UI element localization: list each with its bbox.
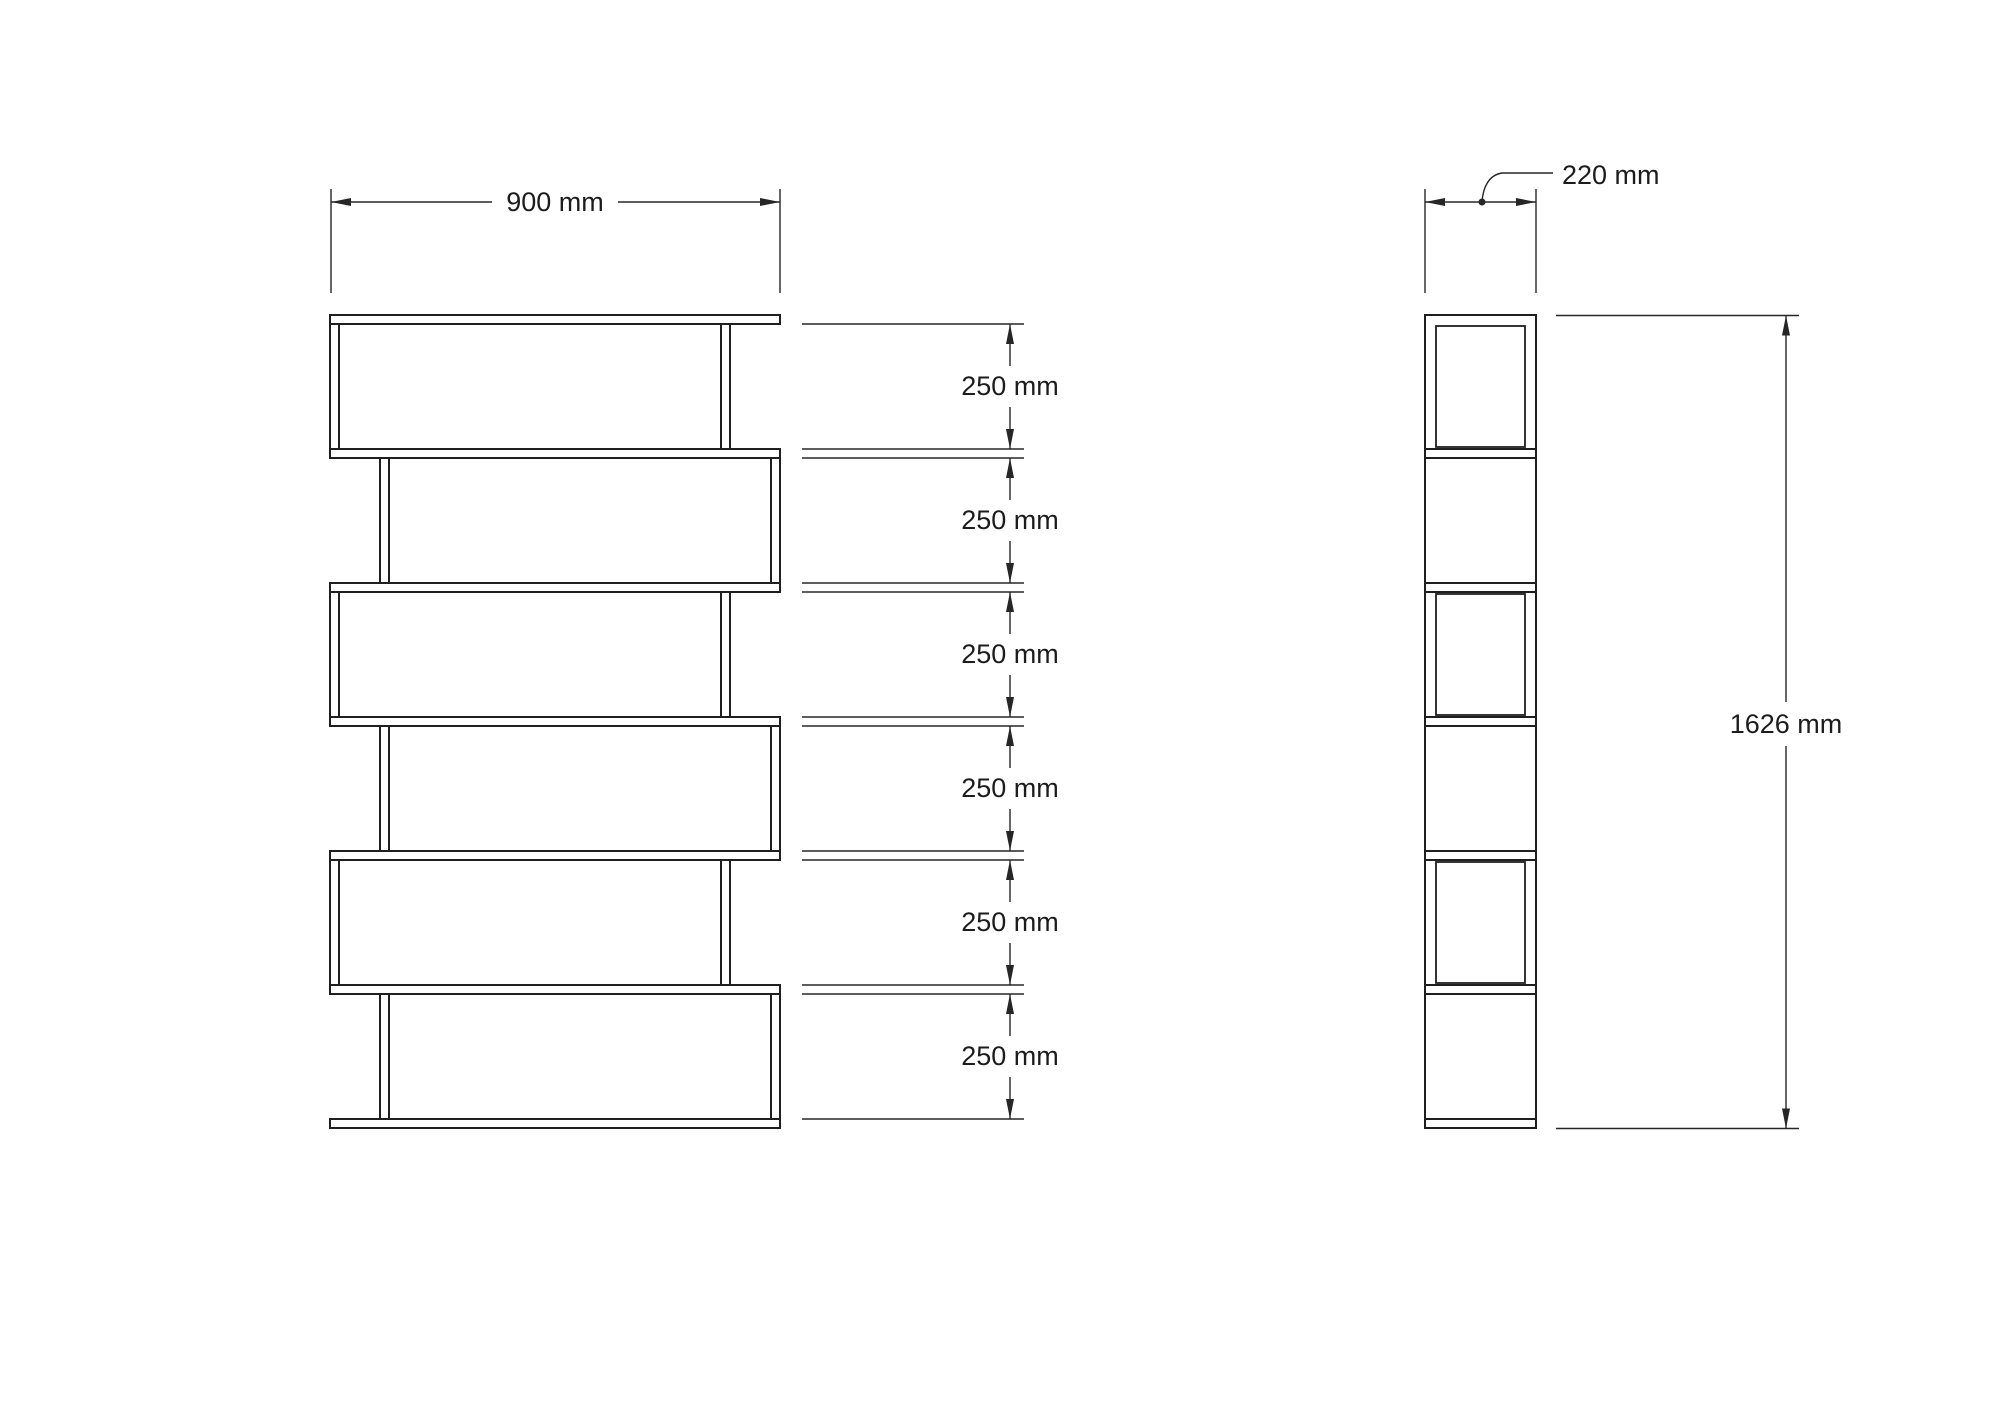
front-panel-right-c3 [720,591,731,718]
spacing-4-arrow-down-icon [1006,831,1014,851]
front-panel-left-c2 [379,457,390,584]
side-panel-face-c5 [1435,861,1526,984]
spacing-1-arrow-down-icon [1006,429,1014,449]
side-panel-face-c3 [1435,593,1526,716]
spacing-5-label: 250 mm [961,907,1059,937]
dimension-height: 1626 mm [1556,314,1843,1130]
front-panel-left-c6 [379,993,390,1120]
front-panel-left-c4 [379,725,390,852]
front-view [329,314,781,1129]
side-shelf-board-2 [1424,448,1537,459]
spacing-3-arrow-up-icon [1006,592,1014,612]
front-shelf-board-2 [329,448,781,459]
width-dimension-label: 900 mm [506,187,604,217]
spacing-6-arrow-down-icon [1006,1099,1014,1119]
front-shelf-board-3 [329,582,781,593]
side-view [1424,314,1537,1129]
depth-arrow-left-icon [1425,198,1445,206]
spacing-6-arrow-up-icon [1006,994,1014,1014]
spacing-2-arrow-down-icon [1006,563,1014,583]
depth-leader-line [1481,172,1553,203]
front-shelf-board-4 [329,716,781,727]
front-panel-right-c5 [720,859,731,986]
side-panel-face-c1 [1435,325,1526,448]
dimension-depth: 220 mm [1424,160,1660,293]
spacing-3-label: 250 mm [961,639,1059,669]
dimension-shelf-spacings: 250 mm 250 mm 250 mm 250 mm 250 mm 250 m… [802,323,1059,1120]
width-arrow-left-icon [331,198,351,206]
spacing-2-arrow-up-icon [1006,458,1014,478]
spacing-3-arrow-down-icon [1006,697,1014,717]
spacing-6-label: 250 mm [961,1041,1059,1071]
height-dimension-label: 1626 mm [1730,709,1843,739]
width-arrow-right-icon [760,198,780,206]
side-shelf-board-7 [1424,1118,1537,1129]
spacing-2-label: 250 mm [961,505,1059,535]
side-shelf-board-3 [1424,582,1537,593]
front-panel-left-c1 [329,323,340,450]
depth-arrow-right-icon [1516,198,1536,206]
spacing-1-label: 250 mm [961,371,1059,401]
height-arrow-up-icon [1782,315,1790,336]
front-panel-right-c2 [770,457,781,584]
front-panel-right-c4 [770,725,781,852]
front-panel-left-c5 [329,859,340,986]
front-panel-left-c3 [329,591,340,718]
dimension-width: 900 mm [330,187,781,293]
spacing-1-arrow-up-icon [1006,324,1014,344]
front-shelf-board-7 [329,1118,781,1129]
front-shelf-board-5 [329,850,781,861]
side-shelf-board-5 [1424,850,1537,861]
side-shelf-board-6 [1424,984,1537,995]
front-panel-right-c6 [770,993,781,1120]
side-shelf-board-4 [1424,716,1537,727]
spacing-4-label: 250 mm [961,773,1059,803]
front-panel-right-c1 [720,323,731,450]
spacing-5-arrow-up-icon [1006,860,1014,880]
front-shelf-board-6 [329,984,781,995]
depth-dimension-label: 220 mm [1562,160,1660,190]
spacing-4-arrow-up-icon [1006,726,1014,746]
spacing-5-arrow-down-icon [1006,965,1014,985]
height-arrow-down-icon [1782,1108,1790,1129]
front-shelf-board-1 [329,314,781,325]
